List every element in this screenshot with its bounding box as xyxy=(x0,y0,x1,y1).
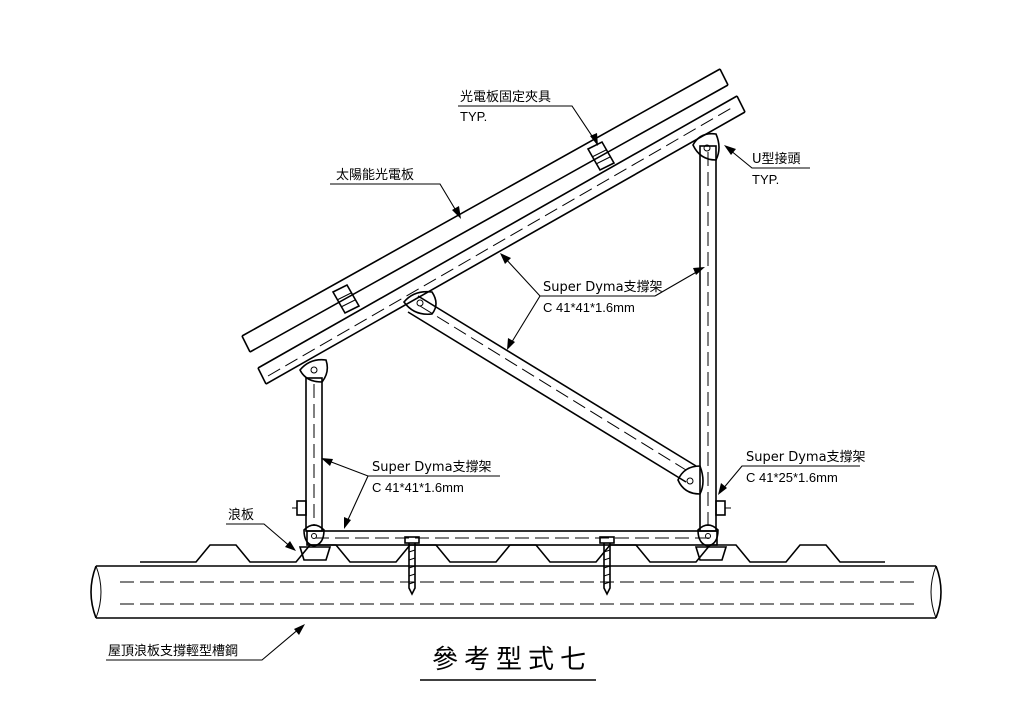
label-clamp-typ: TYP. xyxy=(460,109,487,124)
u-joint-top-right xyxy=(692,132,720,161)
label-u-joint-typ: TYP. xyxy=(752,172,779,187)
drawing-title: 參考型式七 xyxy=(432,645,592,675)
corrugated-sheet xyxy=(140,544,885,567)
u-joint-base-left xyxy=(303,524,325,547)
leader-corrugated xyxy=(226,523,296,551)
leader-u-joint xyxy=(724,145,810,169)
leader-panel xyxy=(330,183,461,219)
u-joint-diagonal-bottom xyxy=(677,465,704,495)
leader-brace-diagonal xyxy=(500,253,705,350)
leader-brace-left xyxy=(321,458,500,529)
roof-screw-left xyxy=(404,536,420,596)
base-rail xyxy=(298,530,728,561)
label-clamp: 光電板固定夾具 xyxy=(460,90,551,105)
diagonal-brace xyxy=(407,295,697,483)
roof-purlin xyxy=(90,565,942,619)
leader-purlin xyxy=(106,624,305,661)
label-brace-diagonal-spec: C 41*41*1.6mm xyxy=(543,300,635,315)
label-u-joint: U型接頭 xyxy=(752,151,801,167)
u-joint-left-top xyxy=(299,358,329,383)
label-brace-left: Super Dyma支撐架 xyxy=(372,460,492,475)
roof-screw-right xyxy=(599,536,615,596)
label-brace-right: Super Dyma支撐架 xyxy=(746,450,866,465)
leader-brace-right xyxy=(718,465,860,495)
solar-panel xyxy=(241,68,729,353)
label-brace-left-spec: C 41*41*1.6mm xyxy=(372,480,464,495)
rafter-rail xyxy=(257,95,746,385)
label-purlin: 屋頂浪板支撐輕型槽鋼 xyxy=(108,644,238,659)
u-joint-diagonal-top xyxy=(402,290,437,316)
leader-clamp xyxy=(458,105,598,146)
u-joint-base-right xyxy=(697,524,719,547)
label-panel: 太陽能光電板 xyxy=(336,168,414,183)
label-brace-right-spec: C 41*25*1.6mm xyxy=(746,470,838,485)
label-brace-diagonal: Super Dyma支撐架 xyxy=(543,280,663,295)
label-corrugated: 浪板 xyxy=(228,508,254,523)
right-post xyxy=(699,145,731,532)
panel-clamp-left xyxy=(331,283,361,315)
left-post xyxy=(292,377,323,532)
